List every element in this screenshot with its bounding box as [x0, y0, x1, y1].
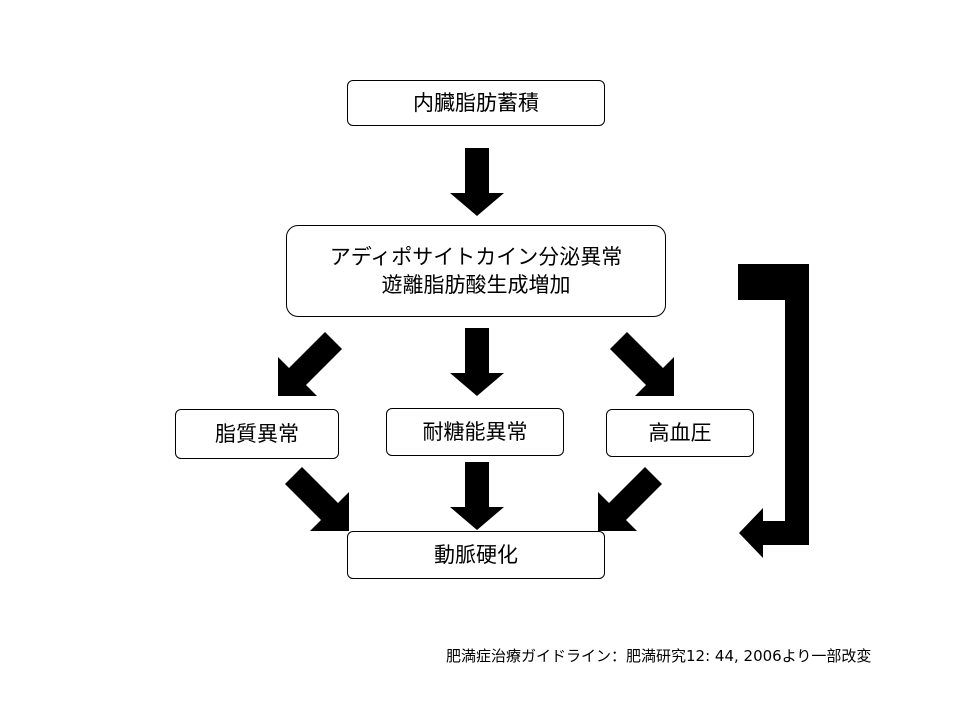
box-atherosclerosis: 動脈硬化: [347, 531, 605, 579]
box-dyslipidemia: 脂質異常: [175, 409, 339, 459]
box-glucose-intolerance: 耐糖能異常: [386, 408, 564, 456]
arrow-adipocytokine-to-glucose: [450, 328, 504, 396]
arrow-adipocytokine-to-dyslipidemia: [278, 332, 342, 396]
bent-arrow-right: [738, 264, 809, 558]
hypertension-label: 高血圧: [648, 420, 712, 445]
free-fatty-acid-label: 遊離脂肪酸生成増加: [381, 273, 571, 297]
visceral-fat-label: 内臓脂肪蓄積: [413, 90, 539, 115]
arrow-fat-to-adipocytokine: [450, 148, 504, 216]
arrow-glucose-to-atherosclerosis: [450, 462, 504, 530]
glucose-intolerance-label: 耐糖能異常: [422, 419, 528, 444]
box-adipocytokine: アディポサイトカイン分泌異常 遊離脂肪酸生成増加: [286, 225, 666, 317]
source-citation: 肥満症治療ガイドライン：肥満研究12: 44, 2006より一部改変: [446, 647, 872, 665]
dyslipidemia-label: 脂質異常: [215, 421, 299, 446]
arrow-adipocytokine-to-hypertension: [610, 332, 674, 396]
adipocytokine-label: アディポサイトカイン分泌異常: [329, 244, 623, 269]
box-hypertension: 高血圧: [606, 409, 754, 457]
arrow-dyslipidemia-to-atherosclerosis: [285, 467, 349, 531]
atherosclerosis-label: 動脈硬化: [434, 542, 518, 567]
arrow-hypertension-to-atherosclerosis: [598, 467, 662, 531]
box-visceral-fat: 内臓脂肪蓄積: [347, 80, 605, 126]
